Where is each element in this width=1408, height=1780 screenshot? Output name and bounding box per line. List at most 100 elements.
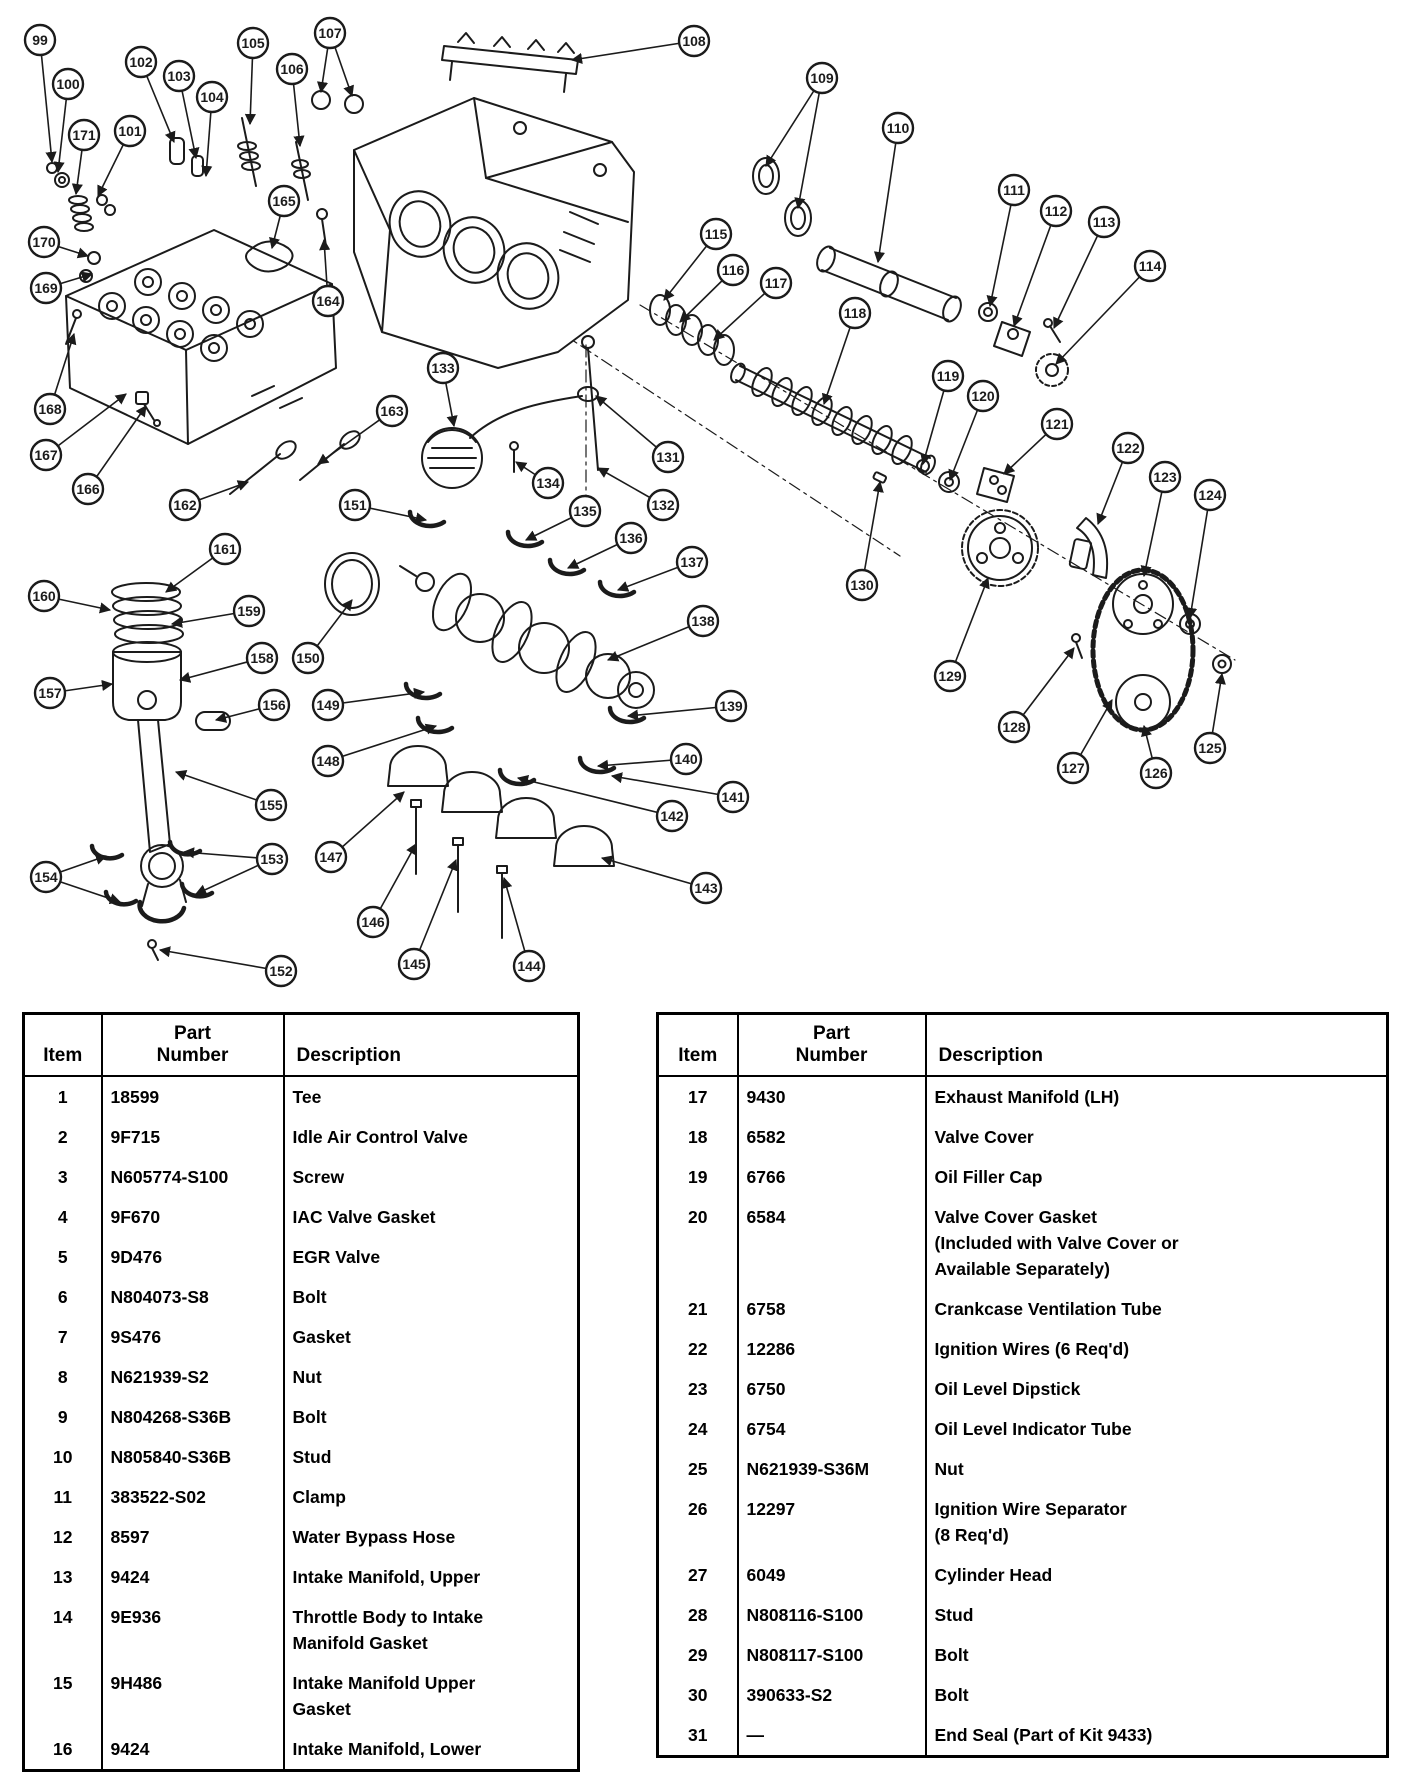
description-cell: Bolt (924, 1675, 1388, 1715)
item-cell: 5 (57, 1247, 68, 1267)
svg-text:119: 119 (937, 368, 960, 384)
callout-149: 149 (311, 688, 345, 722)
callout-leader-line (626, 705, 732, 721)
svg-text:127: 127 (1061, 760, 1085, 776)
callout-leader-line (158, 946, 282, 972)
description-cell: Nut (924, 1449, 1388, 1489)
svg-text:164: 164 (316, 293, 340, 309)
svg-text:171: 171 (72, 127, 96, 143)
svg-text:147: 147 (319, 849, 343, 865)
callout-132: 132 (646, 488, 680, 522)
svg-text:156: 156 (262, 697, 286, 713)
item-cell: 19 (688, 1167, 708, 1187)
item-cell: 12 (53, 1527, 73, 1547)
col-header-item: Item (657, 1013, 738, 1077)
svg-text:108: 108 (682, 33, 706, 49)
description-cell: Stud (924, 1595, 1388, 1635)
callout-122: 122 (1111, 431, 1145, 465)
item-cell: 23 (688, 1379, 708, 1399)
description-cell: End Seal (Part of Kit 9433) (924, 1715, 1388, 1757)
svg-text:110: 110 (887, 120, 910, 136)
part-number-cell: N804073-S8 (100, 1277, 284, 1317)
item-cell: 9 (57, 1407, 68, 1427)
part-number-cell: N805840-S36B (100, 1437, 284, 1477)
svg-text:100: 100 (56, 76, 80, 92)
callout-leader-line (1012, 210, 1057, 328)
chain-guide (1068, 517, 1109, 659)
part-number-cell: 9S476 (100, 1317, 284, 1357)
description-cell: Gasket (282, 1317, 579, 1357)
description-cell: Bolt (282, 1397, 579, 1437)
callout-leader-line (87, 405, 147, 490)
callout-140: 140 (669, 742, 703, 776)
callout-171: 171 (67, 118, 101, 152)
item-cell: 7 (57, 1327, 68, 1347)
lifters-pushrods (169, 117, 328, 247)
valves (229, 430, 361, 495)
item-cell: 16 (53, 1739, 73, 1759)
callout-150: 150 (291, 641, 325, 675)
part-number-cell: 9430 (736, 1076, 926, 1117)
svg-text:130: 130 (850, 577, 874, 593)
callout-137: 137 (675, 545, 709, 579)
callout-leader-line (570, 40, 695, 64)
svg-text:162: 162 (173, 497, 197, 513)
description-cell: Bolt (924, 1635, 1388, 1675)
callout-159: 159 (232, 594, 266, 628)
callout-102: 102 (124, 45, 158, 79)
main-bearing-caps (387, 745, 615, 867)
callout-154: 154 (29, 860, 63, 894)
item-cell: 10 (53, 1447, 73, 1467)
callout-119: 119 (931, 359, 965, 393)
item-cell: 31 (688, 1725, 708, 1745)
cam-rear-hardware (872, 459, 1015, 503)
item-cell: 2 (57, 1127, 68, 1147)
ignition-separator-rail (441, 32, 579, 93)
callout-144: 144 (512, 949, 546, 983)
description-cell: Ignition Wires (6 Req'd) (924, 1329, 1388, 1369)
callout-143: 143 (689, 871, 723, 905)
part-number-cell: 6750 (736, 1369, 926, 1409)
callout-123: 123 (1148, 460, 1182, 494)
svg-text:124: 124 (1198, 487, 1222, 503)
description-cell: Crankcase Ventilation Tube (924, 1289, 1388, 1329)
callout-130: 130 (845, 568, 879, 602)
callout-153: 153 (255, 842, 289, 876)
callout-118: 118 (838, 296, 872, 330)
svg-text:139: 139 (719, 698, 743, 714)
item-cell: 28 (688, 1605, 708, 1625)
callout-157: 157 (33, 676, 67, 710)
callout-115: 115 (699, 217, 733, 251)
callout-leader-line (765, 77, 823, 167)
callout-166: 166 (71, 472, 105, 506)
part-number-cell: 6758 (736, 1289, 926, 1329)
piston-assembly (89, 582, 231, 961)
callout-162: 162 (168, 488, 202, 522)
svg-text:131: 131 (656, 449, 680, 465)
svg-text:150: 150 (296, 650, 320, 666)
svg-text:114: 114 (1139, 258, 1162, 274)
svg-text:169: 169 (34, 280, 58, 296)
svg-text:152: 152 (269, 963, 293, 979)
svg-text:106: 106 (280, 61, 304, 77)
part-number-cell: 9D476 (100, 1237, 284, 1277)
svg-text:157: 157 (38, 685, 62, 701)
callout-168: 168 (33, 392, 67, 426)
callout-141: 141 (716, 780, 750, 814)
callout-117: 117 (759, 266, 793, 300)
svg-text:138: 138 (691, 613, 715, 629)
camshaft (730, 362, 936, 476)
